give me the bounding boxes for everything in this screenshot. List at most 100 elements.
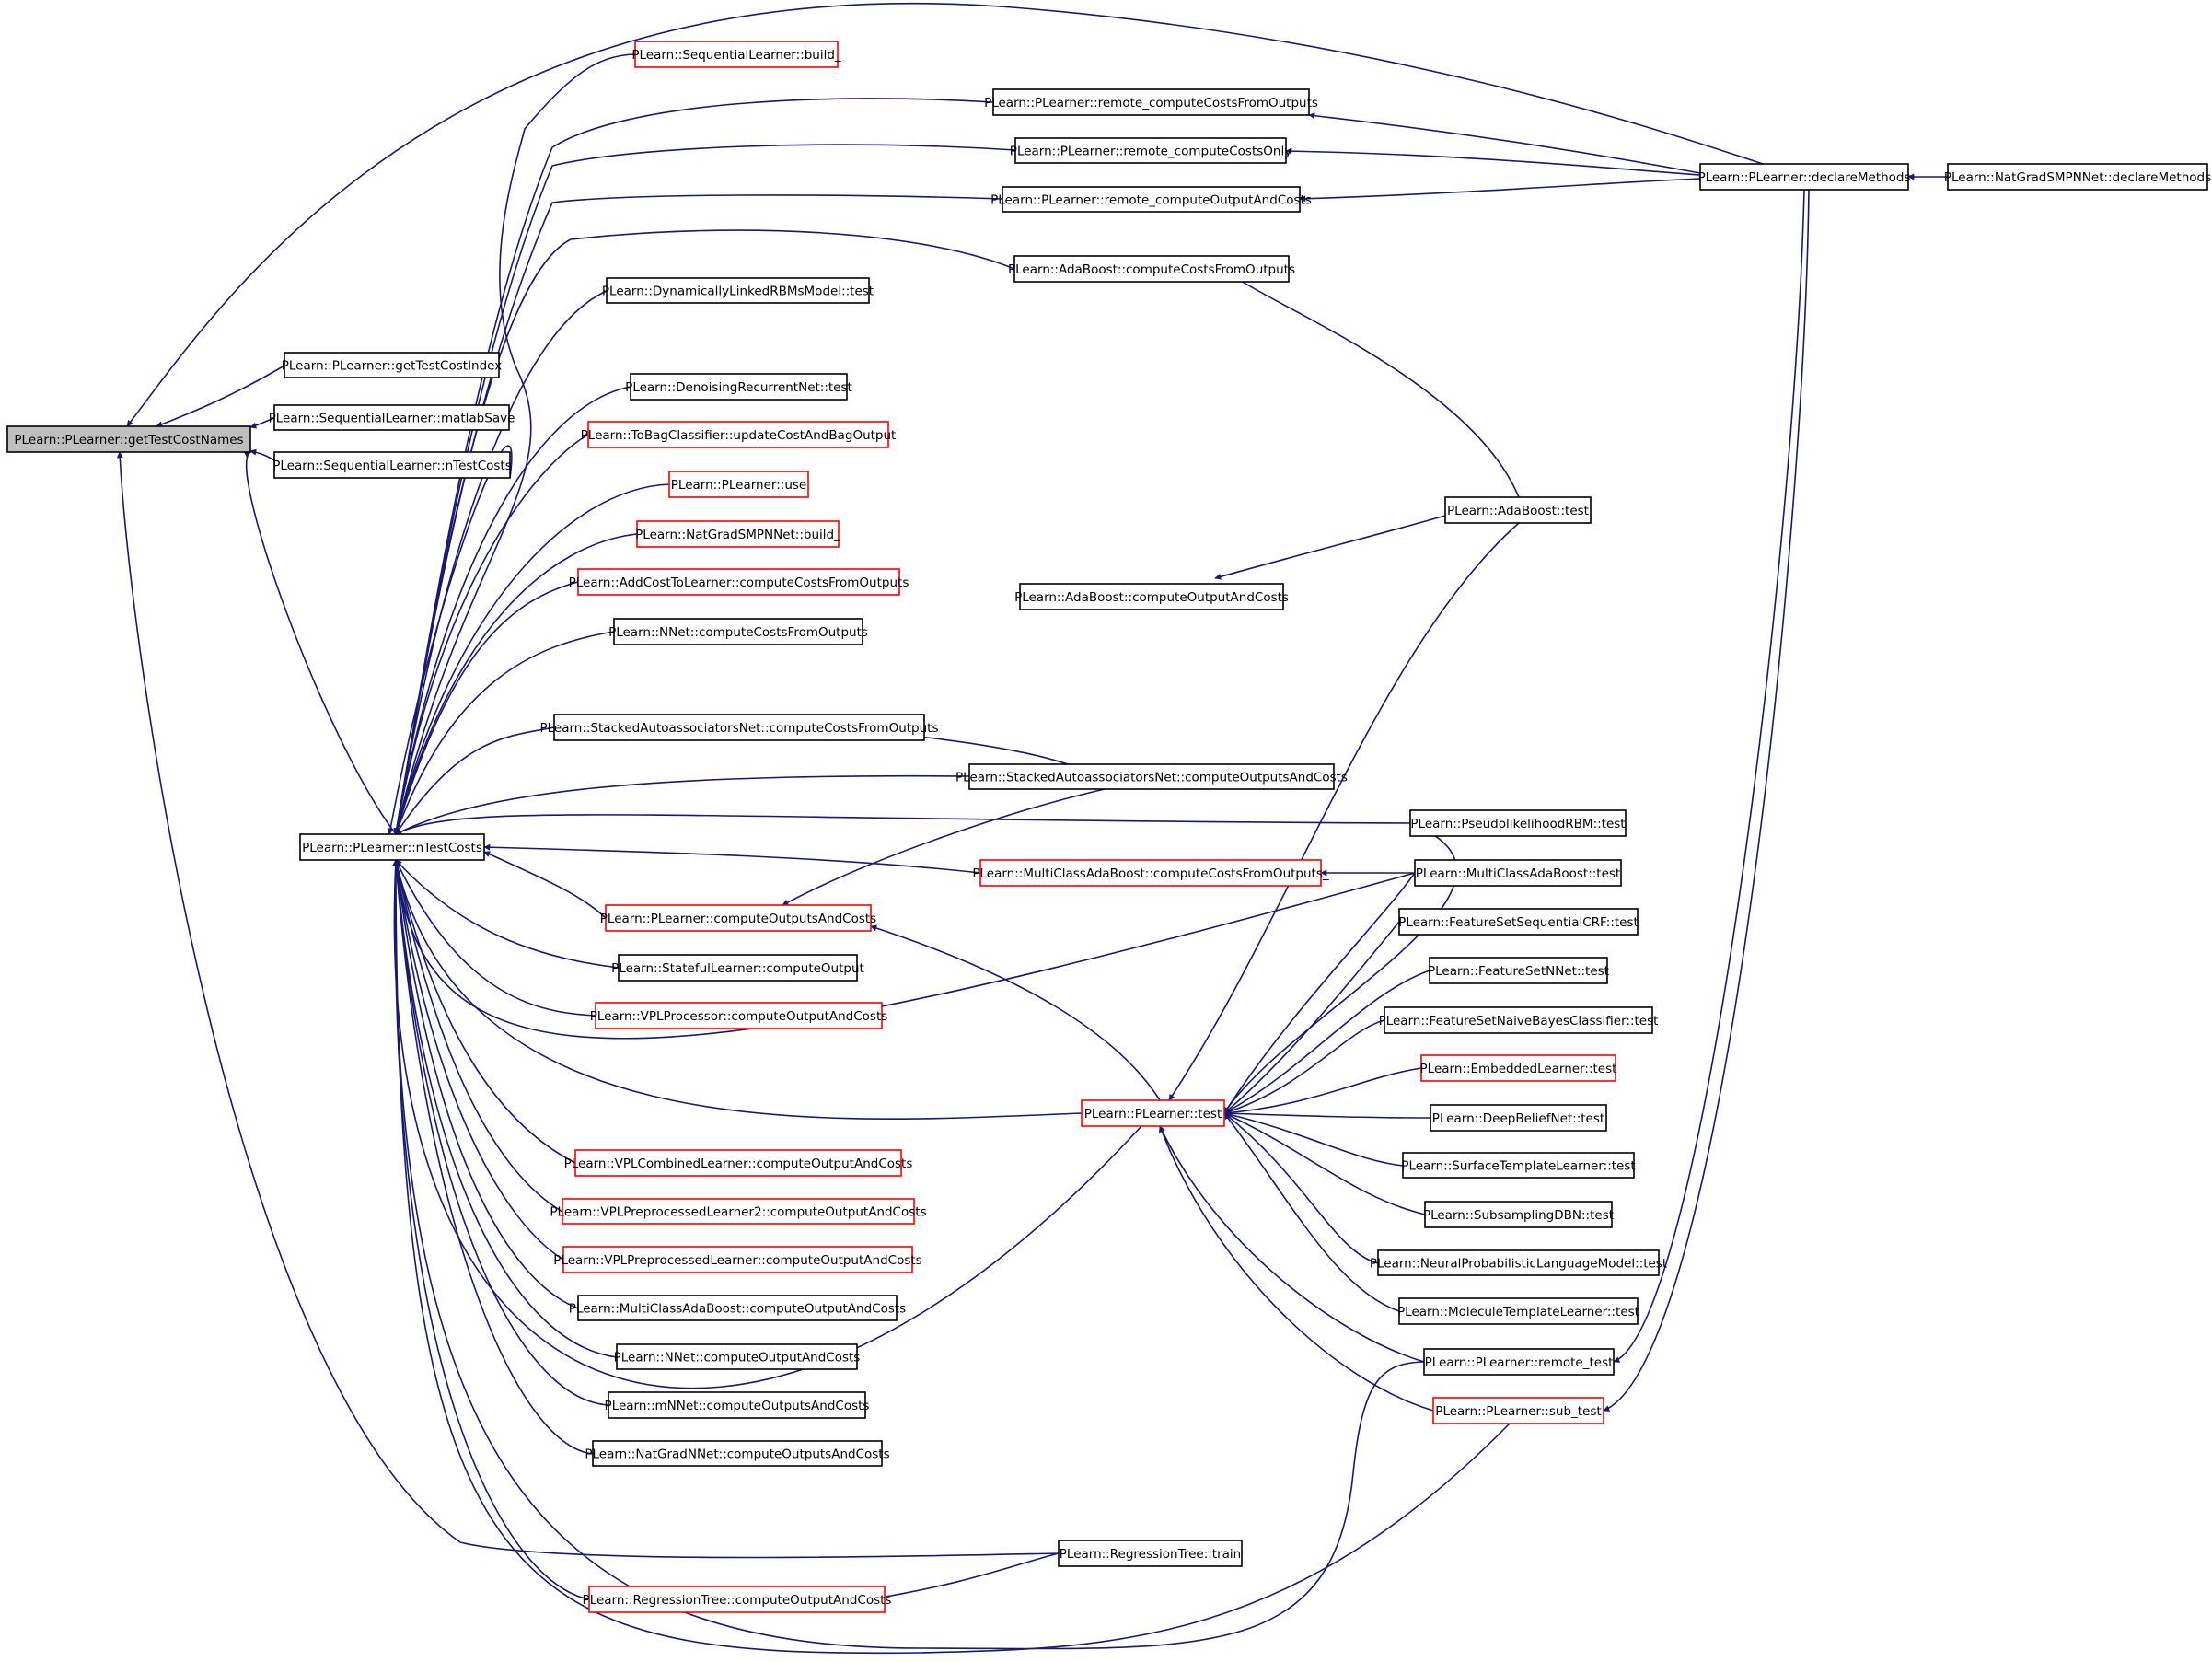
node-sub-test[interactable]: PLearn::PLearner::sub_test	[1432, 1397, 1604, 1424]
call-edges	[116, 2, 1948, 1655]
node-vpl-pre[interactable]: PLearn::VPLPreprocessedLearner::computeO…	[553, 1246, 922, 1273]
node-declare-methods[interactable]: PLearn::PLearner::declareMethods	[1697, 163, 1911, 191]
call-nodes: PLearn::PLearner::getTestCostNamesPLearn…	[6, 41, 2211, 1613]
node-ab-test[interactable]: PLearn::AdaBoost::test	[1444, 496, 1592, 524]
node-drn-test[interactable]: PLearn::DenoisingRecurrentNet::test	[625, 373, 852, 401]
call-edge	[395, 726, 555, 835]
node-ab-c-c-f-o[interactable]: PLearn::AdaBoost::computeCostsFromOutput…	[1008, 255, 1295, 283]
node-box	[636, 520, 840, 548]
node-sdbn-test[interactable]: PLearn::SubsamplingDBN::test	[1423, 1201, 1614, 1228]
call-edge	[1223, 970, 1430, 1114]
node-remote-c-c-o[interactable]: PLearn::PLearner::remote_computeCostsOnl…	[1010, 137, 1291, 164]
call-edge	[870, 924, 1161, 1101]
node-label: PLearn::MultiClassAdaBoost::test	[1416, 866, 1620, 881]
node-label: PLearn::EmbeddedLearner::test	[1420, 1062, 1617, 1076]
call-edge	[249, 417, 275, 429]
node-box	[1402, 1152, 1635, 1179]
call-edge	[156, 365, 285, 428]
node-pl-test[interactable]: PLearn::PLearner::test	[1081, 1099, 1225, 1127]
node-get-test-cost-names[interactable]: PLearn::PLearner::getTestCostNames	[6, 425, 251, 453]
node-ngnn-c-o-a-c[interactable]: PLearn::NatGradNNet::computeOutputsAndCo…	[585, 1440, 890, 1467]
node-label: PLearn::VPLPreprocessedLearner::computeO…	[553, 1253, 921, 1268]
node-rt-c-o-a-c[interactable]: PLearn::RegressionTree::computeOutputAnd…	[583, 1586, 892, 1613]
node-vpl-pre2[interactable]: PLearn::VPLPreprocessedLearner2::compute…	[550, 1198, 927, 1225]
call-edge	[1159, 1125, 1425, 1363]
node-label: PLearn::VPLCombinedLearner::computeOutpu…	[564, 1156, 913, 1171]
call-edge	[393, 229, 1015, 835]
node-emb-test[interactable]: PLearn::EmbeddedLearner::test	[1420, 1054, 1617, 1082]
node-nplm-test[interactable]: PLearn::NeuralProbabilisticLanguageModel…	[1370, 1249, 1667, 1276]
node-mcab-c-c-f-o[interactable]: PLearn::MultiClassAdaBoost::computeCosts…	[972, 859, 1329, 887]
node-use[interactable]: PLearn::PLearner::use	[668, 471, 809, 498]
node-box	[1444, 496, 1592, 524]
node-box	[574, 1149, 902, 1177]
node-remote-c-o-a-c[interactable]: PLearn::PLearner::remote_computeOutputAn…	[990, 186, 1312, 213]
node-dbn-test[interactable]: PLearn::DeepBeliefNet::test	[1430, 1104, 1607, 1132]
node-san-c-o-a-c[interactable]: PLearn::StackedAutoassociatorsNet::compu…	[955, 763, 1348, 790]
node-add-cost[interactable]: PLearn::AddCostToLearner::computeCostsFr…	[569, 568, 909, 596]
call-edge	[392, 859, 590, 1600]
node-box	[1420, 1054, 1616, 1082]
node-dlrbm-test[interactable]: PLearn::DynamicallyLinkedRBMsModel::test	[602, 277, 874, 304]
node-fsnn-test[interactable]: PLearn::FeatureSetNNet::test	[1428, 957, 1609, 984]
node-pl-c-o-a-c[interactable]: PLearn::PLearner::computeOutputsAndCosts	[600, 904, 876, 932]
node-san-c-c-f-o[interactable]: PLearn::StackedAutoassociatorsNet::compu…	[539, 714, 939, 741]
node-vpl-proc[interactable]: PLearn::VPLProcessor::computeOutputAndCo…	[590, 1002, 888, 1029]
node-label: PLearn::PLearner::test	[1084, 1107, 1222, 1122]
node-label: PLearn::StatefulLearner::computeOutput	[611, 961, 864, 976]
call-edge	[395, 859, 620, 969]
call-edge	[782, 788, 1106, 906]
node-plrbm-test[interactable]: PLearn::PseudolikelihoodRBM::test	[1409, 809, 1627, 837]
node-rt-train[interactable]: PLearn::RegressionTree::train	[1058, 1540, 1243, 1567]
node-stl-test[interactable]: PLearn::SurfaceTemplateLearner::test	[1401, 1152, 1636, 1179]
call-edge	[1308, 112, 1701, 174]
node-remote-c-c-f-o[interactable]: PLearn::PLearner::remote_computeCostsFro…	[984, 88, 1318, 116]
call-edge	[1223, 1019, 1385, 1115]
node-label: PLearn::StackedAutoassociatorsNet::compu…	[955, 771, 1348, 785]
node-mcab-test[interactable]: PLearn::MultiClassAdaBoost::test	[1414, 859, 1622, 887]
call-edge	[249, 448, 275, 461]
node-label: PLearn::NatGradSMPNNet::build_	[635, 528, 840, 542]
node-box	[577, 1295, 898, 1321]
node-seq-build[interactable]: PLearn::SequentialLearner::build_	[631, 41, 841, 68]
call-edge	[1613, 189, 1805, 1363]
call-edge	[393, 98, 994, 835]
node-box	[1699, 163, 1909, 191]
node-mcab-c-o-a-c[interactable]: PLearn::MultiClassAdaBoost::computeOutpu…	[569, 1295, 906, 1321]
node-label: PLearn::AdaBoost::computeCostsFromOutput…	[1008, 262, 1295, 277]
node-ab-c-o-a-c[interactable]: PLearn::AdaBoost::computeOutputAndCosts	[1014, 583, 1289, 610]
call-edge	[1223, 1111, 1404, 1167]
node-matlab-save[interactable]: PLearn::SequentialLearner::matlabSave	[269, 404, 515, 431]
node-seq-n-test-costs[interactable]: PLearn::SequentialLearner::nTestCosts	[272, 451, 512, 479]
node-label: PLearn::PLearner::declareMethods	[1697, 170, 1910, 185]
call-edge	[1158, 1125, 1434, 1412]
node-remote-test[interactable]: PLearn::PLearner::remote_test	[1423, 1348, 1615, 1376]
node-nnet-c-o-a-c[interactable]: PLearn::NNet::computeOutputAndCosts	[614, 1343, 861, 1370]
node-label: PLearn::FeatureSetSequentialCRF::test	[1398, 915, 1639, 930]
call-edge	[393, 859, 618, 1358]
node-molt-test[interactable]: PLearn::MoleculeTemplateLearner::test	[1397, 1297, 1639, 1325]
node-label: PLearn::PLearner::sub_test	[1435, 1404, 1601, 1419]
call-edge	[392, 859, 594, 1455]
node-to-bag[interactable]: PLearn::ToBagClassifier::updateCostAndBa…	[581, 421, 897, 448]
node-box	[979, 859, 1322, 887]
node-stateful-c-o[interactable]: PLearn::StatefulLearner::computeOutput	[611, 954, 864, 982]
node-vpl-comb[interactable]: PLearn::VPLCombinedLearner::computeOutpu…	[564, 1149, 913, 1177]
call-edge	[394, 483, 670, 835]
node-box	[1398, 1297, 1639, 1325]
call-edge	[1223, 1112, 1400, 1312]
node-box	[1432, 1397, 1604, 1424]
node-fsnb-test[interactable]: PLearn::FeatureSetNaiveBayesClassifier::…	[1379, 1006, 1659, 1034]
node-label: PLearn::NNet::computeCostsFromOutputs	[608, 625, 868, 640]
call-edge	[394, 859, 576, 1164]
node-fscrf-test[interactable]: PLearn::FeatureSetSequentialCRF::test	[1398, 908, 1639, 936]
node-get-test-cost-index[interactable]: PLearn::PLearner::getTestCostIndex	[282, 352, 503, 378]
node-nnet-c-c-f-o[interactable]: PLearn::NNet::computeCostsFromOutputs	[608, 618, 868, 645]
node-mnnet-c-o-a-c[interactable]: PLearn::mNNet::computeOutputsAndCosts	[605, 1391, 870, 1419]
node-ngs-declare[interactable]: PLearn::NatGradSMPNNet::declareMethods	[1944, 163, 2211, 191]
node-label: PLearn::SequentialLearner::build_	[631, 48, 841, 63]
node-label: PLearn::NatGradSMPNNet::declareMethods	[1944, 170, 2211, 185]
node-n-test-costs[interactable]: PLearn::PLearner::nTestCosts	[299, 833, 485, 861]
node-ngs-build[interactable]: PLearn::NatGradSMPNNet::build_	[635, 520, 840, 548]
node-box	[562, 1246, 913, 1273]
